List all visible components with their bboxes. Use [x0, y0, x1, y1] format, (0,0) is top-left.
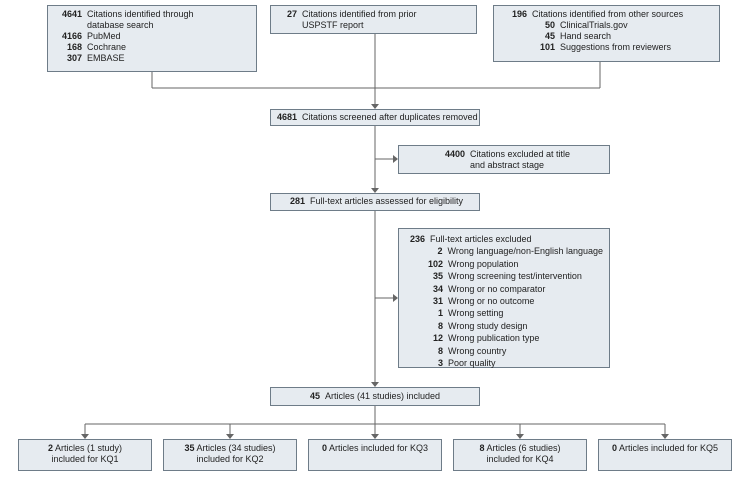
other-source-item: 101 Suggestions from reviewers	[539, 42, 672, 52]
arrow-to-kq1	[81, 434, 89, 439]
excluded-title-box: 4400 Citations excluded at title and abs…	[398, 145, 610, 174]
fulltext-box: 281 Full-text articles assessed for elig…	[270, 193, 480, 211]
prior-report-box: 27 Citations identified from prior USPST…	[270, 5, 477, 34]
arrow-to-excluded-title	[393, 155, 398, 163]
other-source-item: 45 Hand search	[544, 31, 612, 41]
arrow-to-fulltext	[371, 188, 379, 193]
arrow-to-kq5	[661, 434, 669, 439]
other-source-item: 50 ClinicalTrials.gov	[544, 20, 628, 30]
kq2-box: 35 Articles (34 studies) included for KQ…	[163, 439, 297, 471]
arrow-to-excluded-fulltext	[393, 294, 398, 302]
screened-box: 4681 Citations screened after duplicates…	[270, 109, 480, 126]
database-item: 168 Cochrane	[66, 42, 127, 52]
kq1-box: 2 Articles (1 study) included for KQ1	[18, 439, 152, 471]
kq5-box: 0 Articles included for KQ5	[598, 439, 732, 471]
database-item: 4166 PubMed	[61, 31, 121, 41]
arrow-to-kq3	[371, 434, 379, 439]
included-box: 45 Articles (41 studies) included	[270, 387, 480, 406]
kq3-box: 0 Articles included for KQ3	[308, 439, 442, 471]
kq4-box: 8 Articles (6 studies) included for KQ4	[453, 439, 587, 471]
database-item: 307 EMBASE	[66, 53, 125, 63]
other-sources-box: 196 Citations identified from other sour…	[493, 5, 720, 62]
arrow-to-included	[371, 382, 379, 387]
arrow-to-kq2	[226, 434, 234, 439]
database-search-box: 4641 Citations identified through databa…	[47, 5, 257, 72]
arrow-to-screened	[371, 104, 379, 109]
arrow-to-kq4	[516, 434, 524, 439]
